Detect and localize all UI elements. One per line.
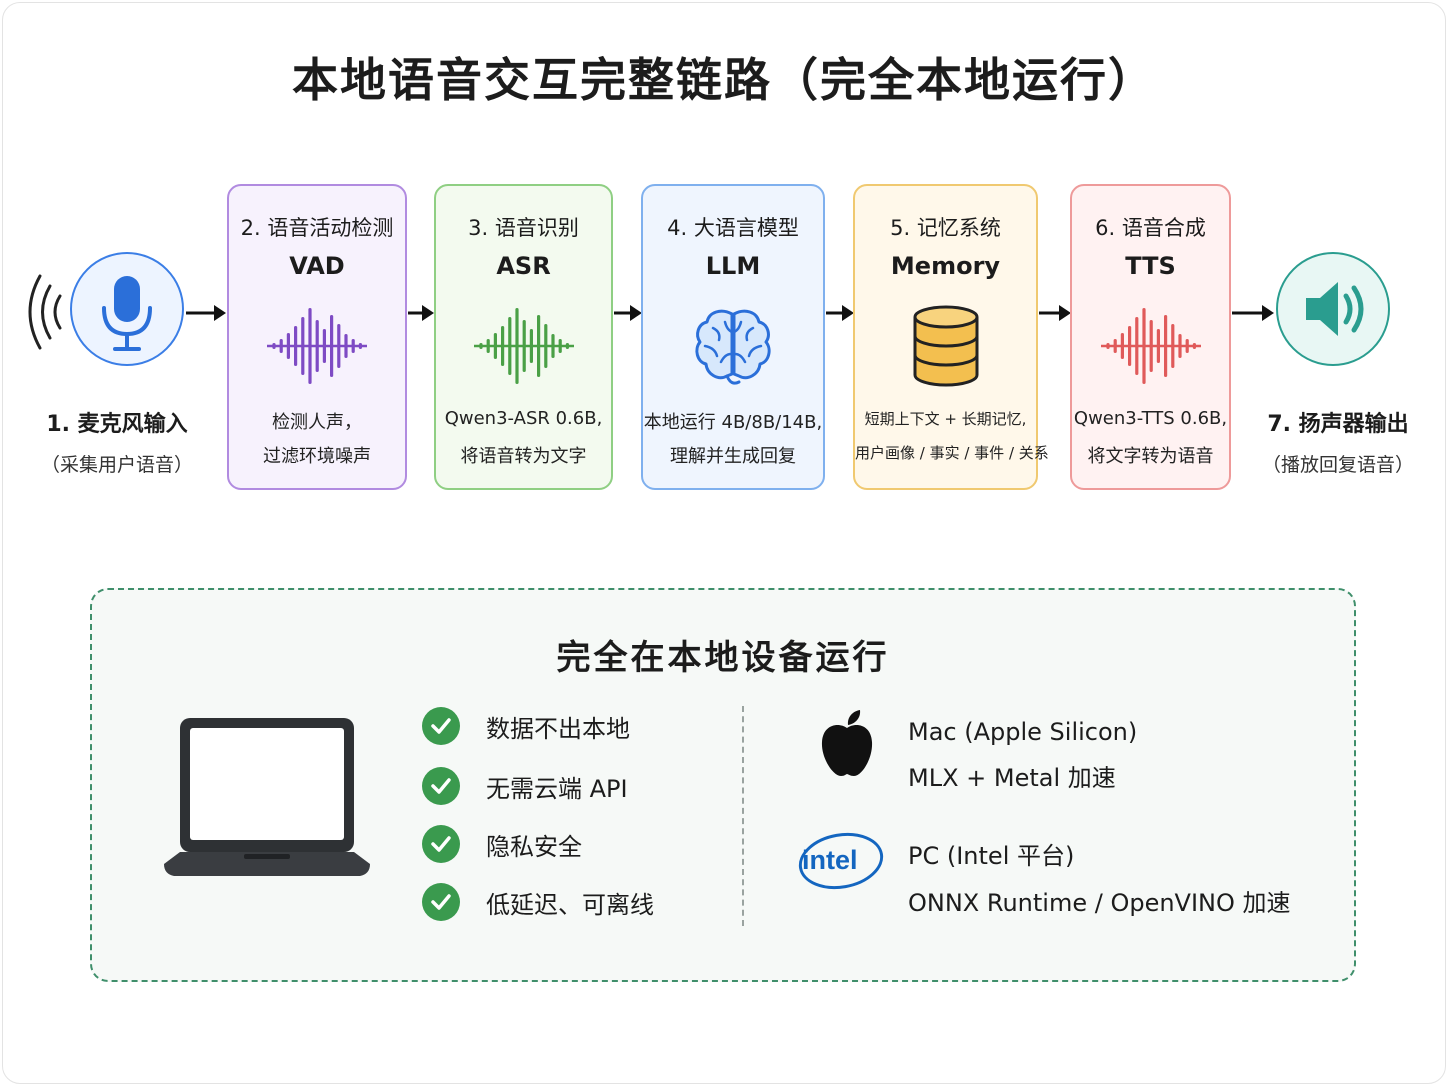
feature-text: 无需云端 API xyxy=(486,774,628,803)
stage-memory: 5. 记忆系统 Memory 短期上下文 + 长期记忆, 用户画像 / 事实 /… xyxy=(853,184,1049,490)
checkmark-icon xyxy=(422,825,460,863)
feature-item: 无需云端 API xyxy=(422,766,628,806)
stage-name: VAD xyxy=(289,252,345,280)
stage-name: TTS xyxy=(1125,252,1176,280)
intel-logo-text: intel xyxy=(802,845,858,875)
speaker-output-node xyxy=(1276,252,1390,366)
stage-desc: 理解并生成回复 xyxy=(670,446,796,467)
stage-name: ASR xyxy=(496,252,551,280)
stage-llm: 4. 大语言模型 LLM 本地运行 4B/8B/14B, 理解并生成回复 xyxy=(641,184,825,490)
waveform-icon xyxy=(1100,308,1201,384)
laptop-icon xyxy=(164,718,370,876)
stage-asr: 3. 语音识别 ASR Qwen3-ASR 0.6B, 将语音转为文字 xyxy=(434,184,613,490)
waveform-icon xyxy=(473,308,574,384)
diagram-title: 本地语音交互完整链路（完全本地运行） xyxy=(292,53,1156,107)
panel-divider xyxy=(742,706,744,926)
stage-vad: 2. 语音活动检测 VAD 检测人声， 过滤环境噪声 xyxy=(227,184,407,490)
checkmark-icon xyxy=(422,707,460,745)
brain-icon xyxy=(695,309,771,385)
stage-desc: 将语音转为文字 xyxy=(460,446,587,467)
output-subtitle: （播放回复语音） xyxy=(1261,454,1414,476)
feature-item: 数据不出本地 xyxy=(422,706,630,746)
output-label: 7. 扬声器输出 （播放回复语音） xyxy=(1238,406,1438,477)
stage-desc: 将文字转为语音 xyxy=(1087,446,1214,467)
stage-desc: 短期上下文 + 长期记忆, xyxy=(864,410,1027,428)
stage-title: 6. 语音合成 xyxy=(1095,216,1206,240)
input-title: 1. 麦克风输入 xyxy=(46,412,188,437)
flow-arrow xyxy=(408,305,434,321)
feature-item: 隐私安全 xyxy=(422,824,582,864)
checkmark-icon xyxy=(422,883,460,921)
platform-accel: ONNX Runtime / OpenVINO 加速 xyxy=(908,889,1291,917)
panel-title: 完全在本地设备运行 xyxy=(556,638,890,678)
output-title: 7. 扬声器输出 xyxy=(1267,412,1409,437)
stage-desc: Qwen3-ASR 0.6B, xyxy=(444,408,603,429)
microphone-input-node xyxy=(70,252,184,366)
apple-logo-icon xyxy=(821,710,873,776)
stage-desc: 过滤环境噪声 xyxy=(263,446,371,467)
stage-title: 3. 语音识别 xyxy=(468,216,579,240)
feature-text: 隐私安全 xyxy=(486,832,582,861)
stage-name: LLM xyxy=(705,252,761,280)
intel-logo-icon: intel xyxy=(798,832,884,890)
flow-arrow xyxy=(826,305,854,321)
input-subtitle: （采集用户语音） xyxy=(40,454,193,476)
platform-accel: MLX + Metal 加速 xyxy=(908,764,1116,792)
feature-text: 数据不出本地 xyxy=(486,714,630,743)
flow-arrow xyxy=(1232,305,1274,321)
flow-arrow xyxy=(1039,305,1071,321)
database-icon xyxy=(913,305,978,387)
stage-desc: 检测人声， xyxy=(272,412,362,433)
stage-name: Memory xyxy=(890,252,1001,280)
feature-item: 低延迟、可离线 xyxy=(422,882,654,922)
flow-arrow xyxy=(614,305,642,321)
platform-pc: PC (Intel 平台) ONNX Runtime / OpenVINO 加速 xyxy=(908,836,1291,918)
waveform-icon xyxy=(267,308,367,384)
stage-desc: 用户画像 / 事实 / 事件 / 关系 xyxy=(855,444,1049,462)
platform-mac: Mac (Apple Silicon) MLX + Metal 加速 xyxy=(908,718,1137,793)
platform-name: PC (Intel 平台) xyxy=(908,842,1075,870)
platform-name: Mac (Apple Silicon) xyxy=(908,718,1138,746)
checkmark-icon xyxy=(422,767,460,805)
stage-desc: 本地运行 4B/8B/14B, xyxy=(643,412,823,433)
sound-waves-icon xyxy=(28,274,62,350)
local-device-panel: 完全在本地设备运行 数据不出本地 无需云端 API 隐私安全 低延迟、可离线 M… xyxy=(90,588,1356,982)
flow-arrow xyxy=(186,305,226,321)
feature-text: 低延迟、可离线 xyxy=(486,890,654,919)
stage-title: 5. 记忆系统 xyxy=(890,216,1001,240)
microphone-icon xyxy=(102,276,152,351)
stage-title: 4. 大语言模型 xyxy=(667,216,799,240)
stage-tts: 6. 语音合成 TTS Qwen3-TTS 0.6B, 将文字转为语音 xyxy=(1070,184,1231,490)
input-label: 1. 麦克风输入 （采集用户语音） xyxy=(17,406,217,477)
stage-title: 2. 语音活动检测 xyxy=(240,216,394,240)
speaker-icon xyxy=(1306,282,1364,336)
stage-desc: Qwen3-TTS 0.6B, xyxy=(1073,408,1228,429)
